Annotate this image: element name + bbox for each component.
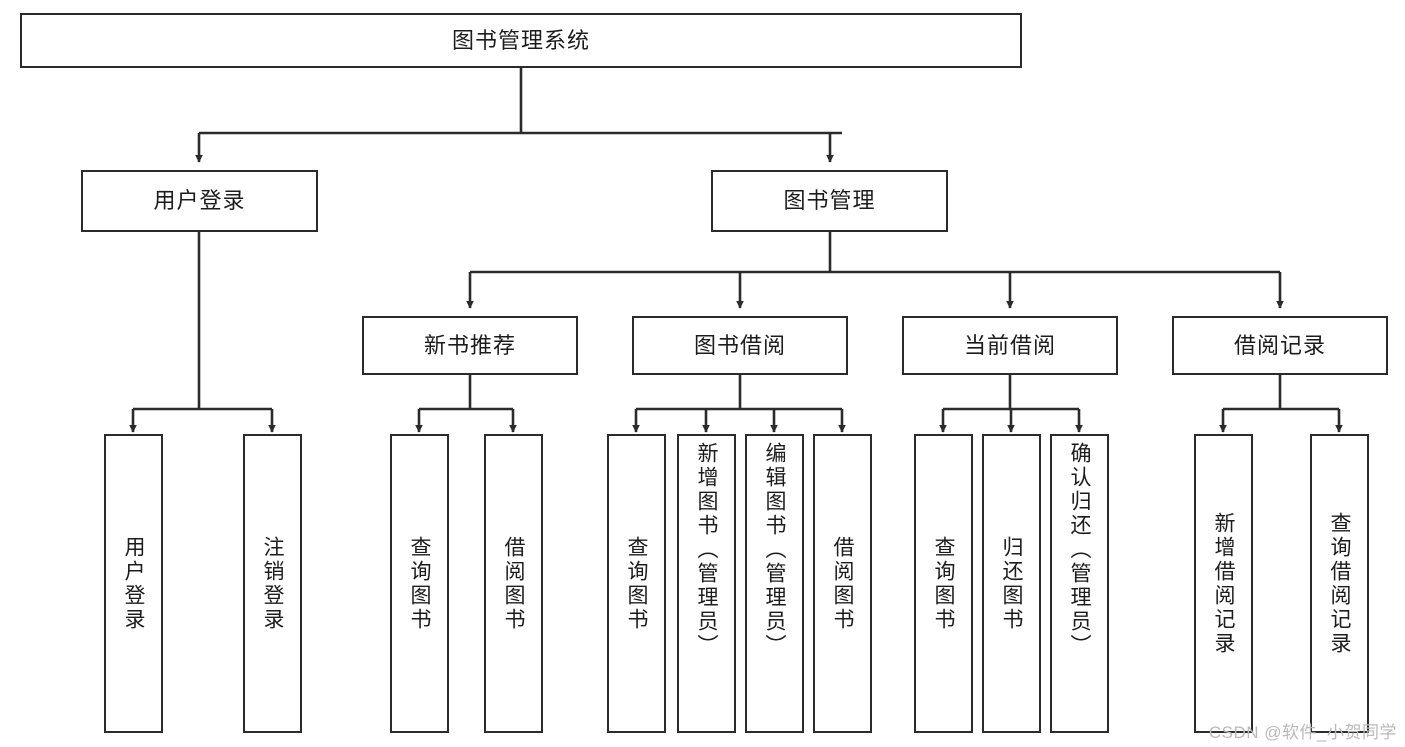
node-leaf-borrow-book-2-label: 借阅图书 [831,535,854,632]
node-leaf-edit-book-admin[interactable]: 编辑图书（管理员） [745,434,804,733]
node-leaf-add-borrow-record[interactable]: 新增借阅记录 [1194,434,1253,733]
node-leaf-edit-book-admin-label: 编辑图书（管理员） [763,442,786,658]
node-leaf-query-borrow-record-label: 查询借阅记录 [1328,511,1351,656]
node-leaf-borrow-book-1[interactable]: 借阅图书 [484,434,543,733]
node-leaf-query-book-2-label: 查询图书 [625,535,648,632]
node-leaf-query-book-3-label: 查询图书 [932,535,955,632]
node-leaf-query-book-3[interactable]: 查询图书 [914,434,973,733]
node-book-borrow-label: 图书借阅 [693,332,786,358]
node-leaf-borrow-book-1-label: 借阅图书 [502,535,525,632]
node-leaf-add-borrow-record-label: 新增借阅记录 [1212,511,1235,656]
node-leaf-logout-login-label: 注销登录 [261,535,284,632]
node-leaf-user-login[interactable]: 用户登录 [104,434,163,733]
node-current-borrow-label: 当前借阅 [963,332,1056,358]
node-root[interactable]: 图书管理系统 [20,13,1022,68]
node-new-book-recommend-label: 新书推荐 [423,332,516,358]
node-leaf-query-book-1-label: 查询图书 [408,535,431,632]
node-leaf-return-book[interactable]: 归还图书 [982,434,1041,733]
node-current-borrow[interactable]: 当前借阅 [902,316,1118,375]
node-borrow-record-label: 借阅记录 [1233,332,1326,358]
node-borrow-record[interactable]: 借阅记录 [1172,316,1388,375]
node-book-borrow[interactable]: 图书借阅 [632,316,848,375]
node-leaf-add-book-admin[interactable]: 新增图书（管理员） [677,434,736,733]
node-leaf-confirm-return-admin-label: 确认归还（管理员） [1068,442,1091,658]
node-leaf-query-book-2[interactable]: 查询图书 [607,434,666,733]
node-root-label: 图书管理系统 [451,27,590,53]
node-leaf-borrow-book-2[interactable]: 借阅图书 [813,434,872,733]
csdn-watermark: CSDN @软件_小贺同学 [1208,723,1397,742]
node-leaf-user-login-label: 用户登录 [122,535,145,632]
node-leaf-add-book-admin-label: 新增图书（管理员） [695,442,718,658]
node-new-book-recommend[interactable]: 新书推荐 [362,316,578,375]
node-book-manage[interactable]: 图书管理 [711,170,948,232]
node-leaf-return-book-label: 归还图书 [1000,535,1023,632]
node-leaf-confirm-return-admin[interactable]: 确认归还（管理员） [1050,434,1109,733]
node-user-login[interactable]: 用户登录 [81,170,318,232]
node-leaf-logout-login[interactable]: 注销登录 [243,434,302,733]
node-user-login-label: 用户登录 [153,188,246,214]
node-leaf-query-borrow-record[interactable]: 查询借阅记录 [1310,434,1369,733]
node-book-manage-label: 图书管理 [783,188,876,214]
node-leaf-query-book-1[interactable]: 查询图书 [390,434,449,733]
